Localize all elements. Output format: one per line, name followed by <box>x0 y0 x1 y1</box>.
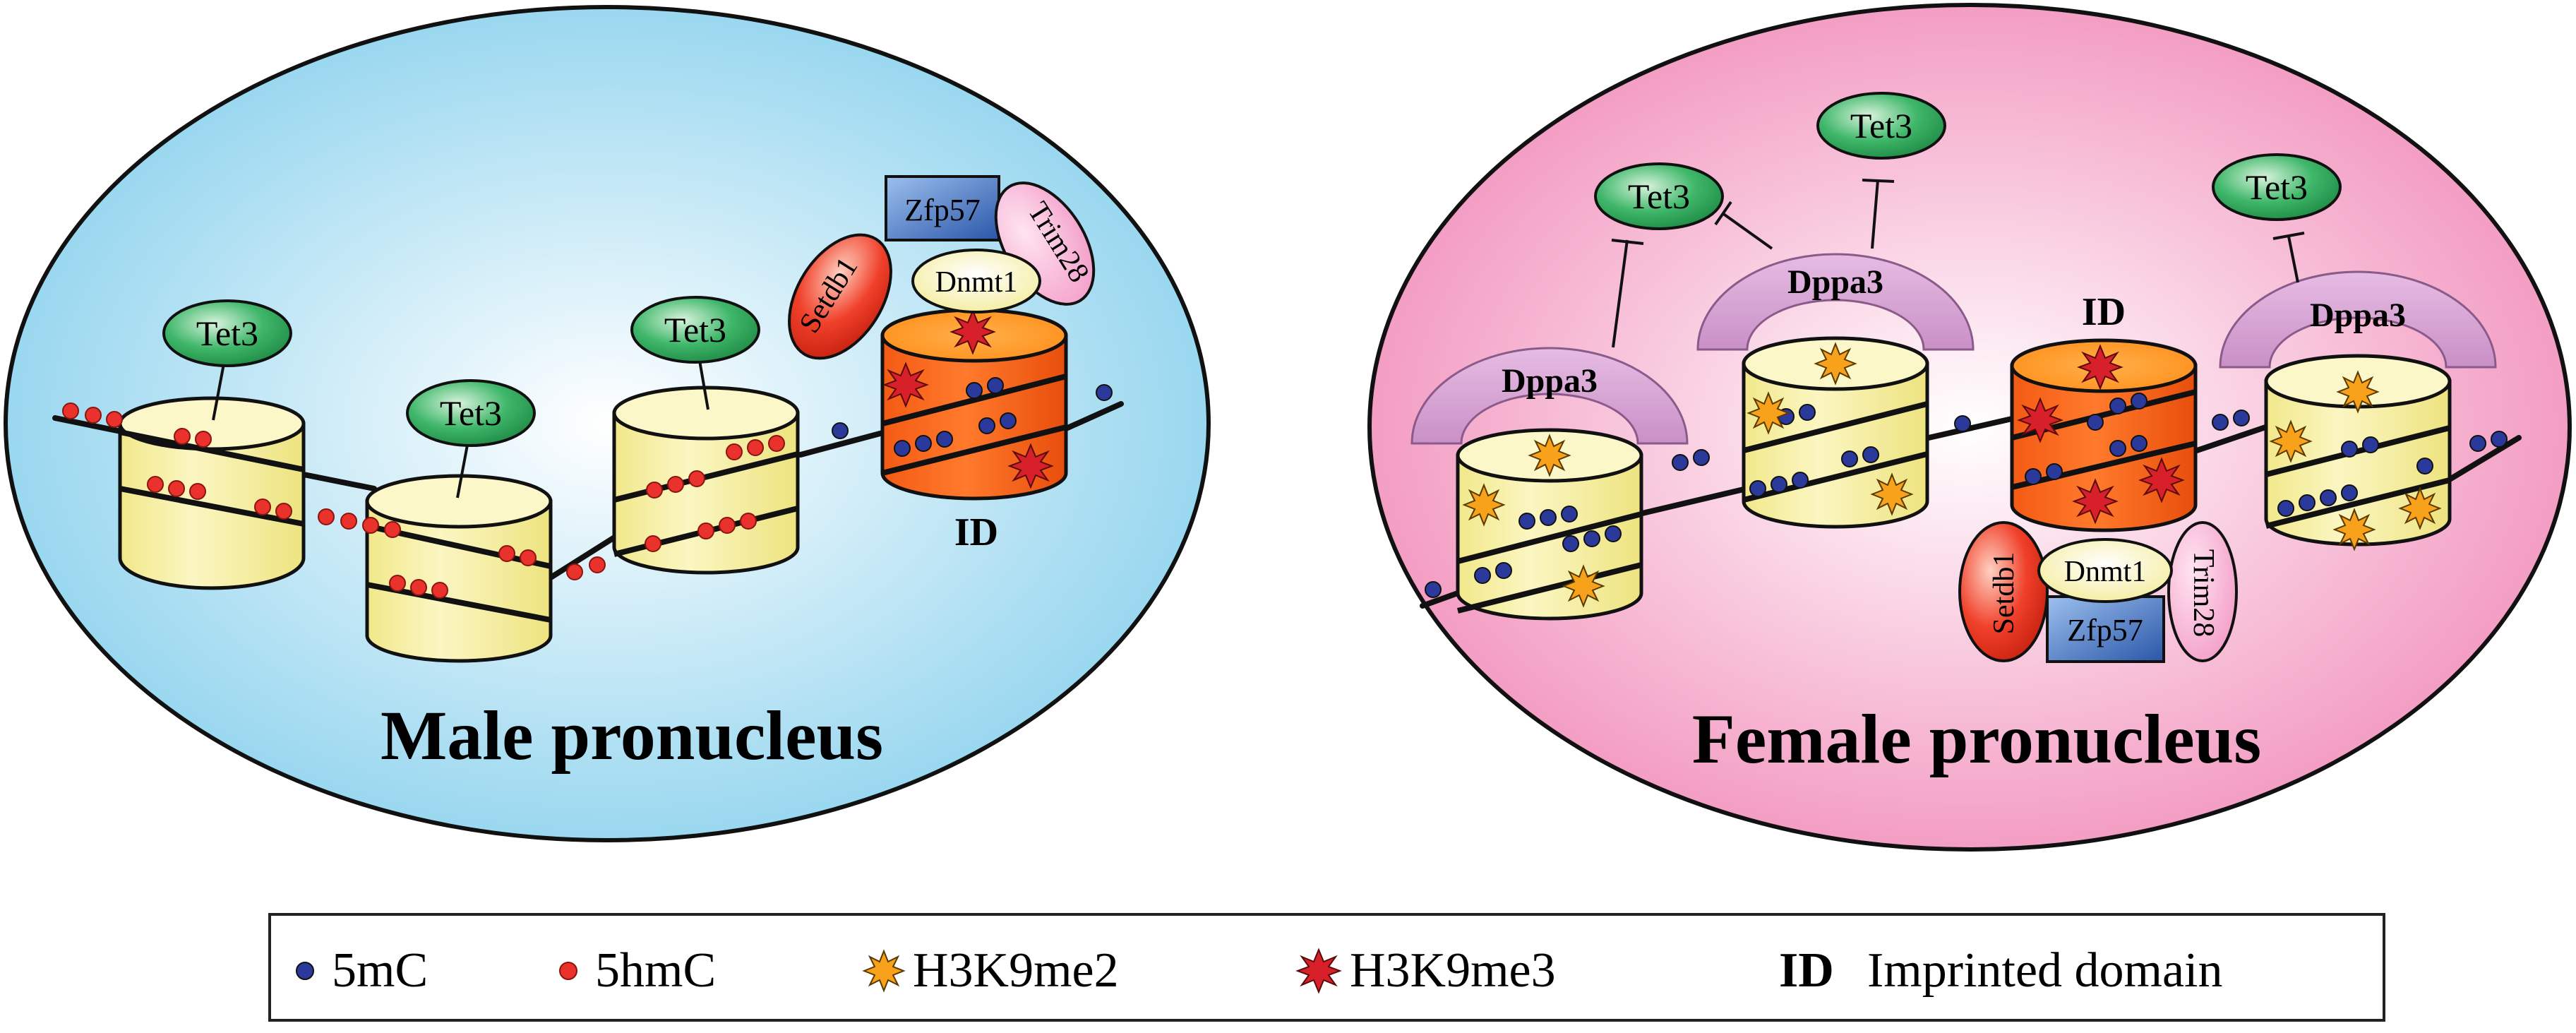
female-tet3-3: Tet3 <box>2212 153 2342 283</box>
male-silencing-complex: Zfp57 Trim28 Setdb1 Dnmt1 <box>788 175 1096 360</box>
female-h3k9me3-marks <box>2017 344 2185 525</box>
legend-label-5mc: 5mC <box>332 943 428 998</box>
h3k9me2-star <box>2398 486 2442 530</box>
h3k9me3-star <box>1295 948 1342 994</box>
legend-id-abbrev: ID <box>1779 943 1834 998</box>
h3k9me3-star <box>882 362 929 408</box>
h3k9me2-star <box>1562 564 1605 608</box>
female-dna-strand <box>1420 416 2522 609</box>
h3k9me3-star <box>2072 478 2119 525</box>
male-nucleosome-1 <box>118 396 306 590</box>
male-pronucleus: Tet3 Tet3 Tet3 Zfp57 Trim28 Setdb1 Dnmt1… <box>4 5 1211 842</box>
h3k9me2-star <box>1462 483 1506 527</box>
h3k9me3-star <box>2138 457 2185 503</box>
dppa3-label: Dppa3 <box>2310 297 2406 334</box>
h3k9me3-star <box>2017 397 2063 443</box>
dppa3-label: Dppa3 <box>1787 263 1883 301</box>
female-h3k9me2-marks <box>1462 342 2442 608</box>
female-dppa3-2: Dppa3 <box>1696 253 1975 351</box>
zfp57-label: Zfp57 <box>2067 613 2143 647</box>
male-5hmc-marks <box>62 402 785 599</box>
female-dppa3-3: Dppa3 <box>2219 270 2497 369</box>
legend-label-5hmc: 5hmC <box>595 943 716 998</box>
h3k9me2-star <box>2332 508 2376 551</box>
dnmt1-oval <box>2037 538 2173 603</box>
h3k9me2-star <box>1747 391 1790 435</box>
male-tet3-2: Tet3 <box>406 379 536 498</box>
legend-id-label: Imprinted domain <box>1867 943 2223 998</box>
female-5mc-marks <box>1425 393 2508 598</box>
h3k9me2-star <box>1814 342 1857 386</box>
h3k9me2-star <box>1528 434 1571 477</box>
male-nucleosome-3 <box>612 386 800 575</box>
h3k9me3-star <box>949 309 996 355</box>
trim28-label: Trim28 <box>2187 549 2219 638</box>
h3k9me3-star <box>2077 344 2123 390</box>
dppa3-label: Dppa3 <box>1502 362 1598 400</box>
5mc-dot <box>296 962 314 980</box>
female-dppa3-1: Dppa3 <box>1410 347 1689 445</box>
legend-label-h3k9me3: H3K9me3 <box>1350 943 1556 998</box>
legend: 5mC 5hmC H3K9me2 H3K9me3 ID Imprinted do… <box>268 913 2385 1022</box>
legend-item-5mc: 5mC <box>296 943 428 998</box>
h3k9me2-star <box>2269 419 2313 463</box>
dnmt1-label: Dnmt1 <box>2064 556 2147 588</box>
male-tet3-1: Tet3 <box>162 299 292 421</box>
male-h3k9me3-marks <box>882 309 1054 489</box>
female-title: Female pronucleus <box>1692 700 2261 778</box>
female-silencing-complex: Setdb1 Trim28 Zfp57 Dnmt1 <box>1958 521 2238 663</box>
tet3-label: Tet3 <box>2246 167 2308 207</box>
tet3-label: Tet3 <box>664 310 726 350</box>
male-title: Male pronucleus <box>381 696 883 775</box>
legend-item-h3k9me2: H3K9me2 <box>862 943 1119 998</box>
h3k9me2-star <box>1870 472 1914 516</box>
tet3-label: Tet3 <box>1850 106 1912 145</box>
male-5mc-marks <box>832 377 1113 457</box>
h3k9me2-star <box>2336 370 2380 414</box>
zfp57-label: Zfp57 <box>904 193 981 227</box>
tet3-label: Tet3 <box>196 314 258 353</box>
trim28-oval <box>2167 521 2238 662</box>
tet3-label: Tet3 <box>1628 177 1690 216</box>
dnmt1-oval <box>911 249 1041 314</box>
female-id-label: ID <box>2082 290 2126 334</box>
male-dna-strand <box>52 401 1124 580</box>
legend-label-h3k9me2: H3K9me2 <box>913 943 1119 998</box>
female-tet3-2: Tet3 <box>1816 92 1946 249</box>
legend-item-h3k9me3: H3K9me3 <box>1295 943 1556 998</box>
setdb1-oval <box>1958 521 2049 662</box>
h3k9me2-star <box>862 949 906 993</box>
male-id-label: ID <box>954 510 998 554</box>
setdb1-oval <box>788 233 892 360</box>
male-tet3-3: Tet3 <box>630 296 760 410</box>
5hmc-dot <box>559 962 577 980</box>
female-pronucleus: Dppa3 Dppa3 Dppa3 Tet3 Tet3 Tet3 <box>1367 3 2572 852</box>
male-nucleosome-2 <box>365 474 553 663</box>
setdb1-label: Setdb1 <box>1988 552 2020 635</box>
h3k9me3-star <box>1007 443 1054 489</box>
tet3-label: Tet3 <box>440 393 502 433</box>
legend-item-imprinted-domain: ID Imprinted domain <box>1779 943 2223 998</box>
female-tet3-1: Tet3 <box>1594 162 1773 348</box>
legend-item-5hmc: 5hmC <box>559 943 716 998</box>
dnmt1-label: Dnmt1 <box>935 266 1018 299</box>
